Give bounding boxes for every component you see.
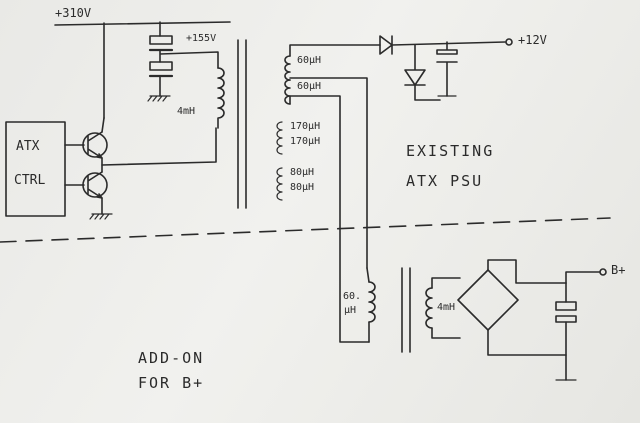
label-60uh-b: 60μH [297,81,322,92]
label-addon: ADD-ON [138,349,205,367]
capacitor-upper [149,35,173,45]
winding-60uh-b [284,79,291,105]
label-addon-60: 60. [343,291,362,302]
label-12v: +12V [518,33,547,47]
cap-12v [436,41,458,97]
transistor-lower-base [87,171,103,199]
label-bplus: B+ [611,263,626,277]
rail-310v [54,21,231,26]
label-4mh-right: 4mH [437,302,456,313]
ground-cap [147,95,171,102]
sec-center-tap [289,77,368,269]
label-155v: +155V [186,33,217,44]
label-for-bplus: FOR B+ [138,374,205,392]
winding-80uh [276,167,283,201]
label-existing: EXISTING [406,142,495,160]
diode-vertical [404,44,441,101]
terminal-12v [505,38,513,46]
winding-170uh [276,121,283,155]
label-310v: +310V [55,6,92,20]
bplus-rail [565,271,601,284]
capacitor-lower [149,61,173,71]
terminal-bplus [599,268,607,276]
winding-60uh-a [284,55,291,81]
label-60uh-a: 60μH [297,55,322,66]
label-atx: ATX [16,139,40,154]
addon-inductor-4mh [425,287,433,329]
label-atx-psu: ATX PSU [406,172,484,190]
inductor-4mh-left [217,67,225,129]
diode-top [379,35,393,55]
sec-top-wire [289,44,381,57]
label-addon-uh: μH [344,305,357,316]
sec-bottom-wire [289,95,370,343]
addon-ind-leads [431,277,461,339]
out-12v-wire [391,41,506,46]
midpoint-wire [101,127,217,166]
label-170uh-a: 170μH [290,121,321,132]
addon-winding-leads [366,267,370,343]
label-ctrl: CTRL [14,173,46,188]
bridge-top-wire [487,259,567,284]
label-80uh-b: 80μH [290,182,315,193]
label-170uh-b: 170μH [290,136,321,147]
label-80uh-a: 80μH [290,167,315,178]
addon-winding-60uh [368,281,376,323]
separator-line [0,217,611,243]
transistor-lower [82,172,108,198]
ground-lower [89,213,113,220]
transistor-upper-base [87,131,103,159]
transistor-upper [82,132,108,158]
bridge-rectifier [457,269,519,331]
half-bridge-link [101,117,105,173]
bridge-bottom-wire [487,329,567,356]
cap-mid-wire [159,49,219,69]
addon-cap [555,301,577,323]
atx-ctrl-box [5,121,66,217]
label-4mh-left: 4mH [177,106,196,117]
